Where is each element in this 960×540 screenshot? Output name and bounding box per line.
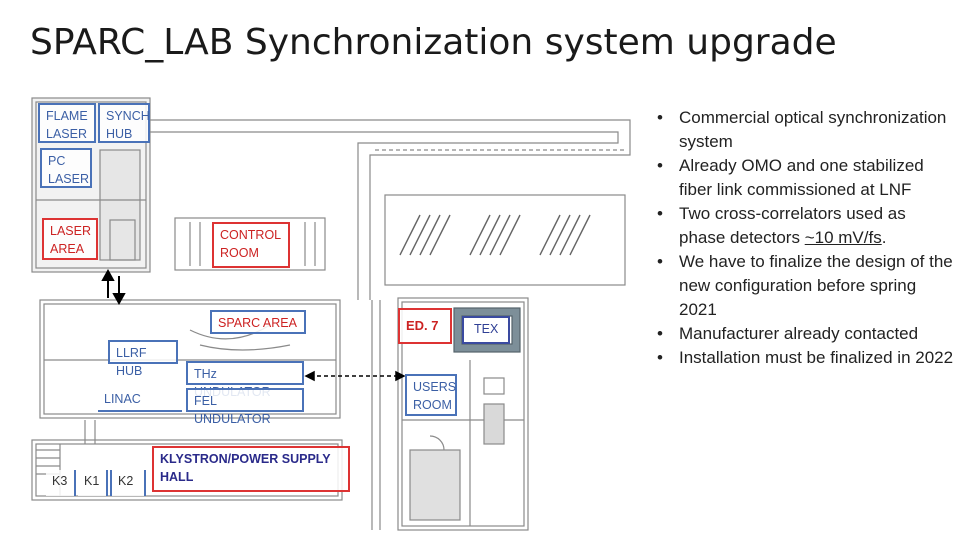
bullet-item: Commercial optical synchronization syste… <box>655 106 955 154</box>
bullet-text: Commercial optical synchronization syste… <box>679 108 947 151</box>
bullet-item: Two cross-correlators used as phase dete… <box>655 202 955 250</box>
bullet-text: We have to finalize the design of the ne… <box>679 252 953 319</box>
tex-label: TEX <box>462 316 510 344</box>
bullet-item: Installation must be finalized in 2022 <box>655 346 955 370</box>
pc-laser-label: PC LASER <box>40 148 92 188</box>
k2-label: K2 <box>110 470 146 496</box>
linac-label: LINAC <box>98 388 182 412</box>
bullet-list: Commercial optical synchronization syste… <box>655 106 955 370</box>
bullet-text: Manufacturer already contacted <box>679 324 919 343</box>
sparc-area-label: SPARC AREA <box>210 310 306 334</box>
klystron-hall-label: KLYSTRON/POWER SUPPLY HALL <box>152 446 350 492</box>
users-room-label: USERS ROOM <box>405 374 457 416</box>
bullet-text: Already OMO and one stabilized fiber lin… <box>679 156 924 199</box>
ed7-label: ED. 7 <box>398 308 452 344</box>
k3-label: K3 <box>46 470 76 496</box>
k1-label: K1 <box>78 470 108 496</box>
bullet-item: Already OMO and one stabilized fiber lin… <box>655 154 955 202</box>
bullet-text-end: . <box>881 228 887 247</box>
synch-hub-label: SYNCH HUB <box>98 103 150 143</box>
laser-area-label: LASER AREA <box>42 218 98 260</box>
control-room-label: CONTROL ROOM <box>212 222 290 268</box>
bullet-text: Two cross-correlators used as phase dete… <box>679 204 906 247</box>
bullet-underlined-value: ~10 mV/fs <box>804 228 882 247</box>
bullet-item: We have to finalize the design of the ne… <box>655 250 955 322</box>
bullet-text: Installation must be finalized in 2022 <box>679 348 954 367</box>
bullet-item: Manufacturer already contacted <box>655 322 955 346</box>
slide-title: SPARC_LAB Synchronization system upgrade <box>30 22 837 63</box>
fel-undulator-label: FEL UNDULATOR <box>186 388 304 426</box>
thz-undulator-label: THz UNDULATOR <box>186 361 304 399</box>
flame-laser-label: FLAME LASER <box>38 103 96 143</box>
llrf-hub-label: LLRF HUB <box>108 340 178 378</box>
